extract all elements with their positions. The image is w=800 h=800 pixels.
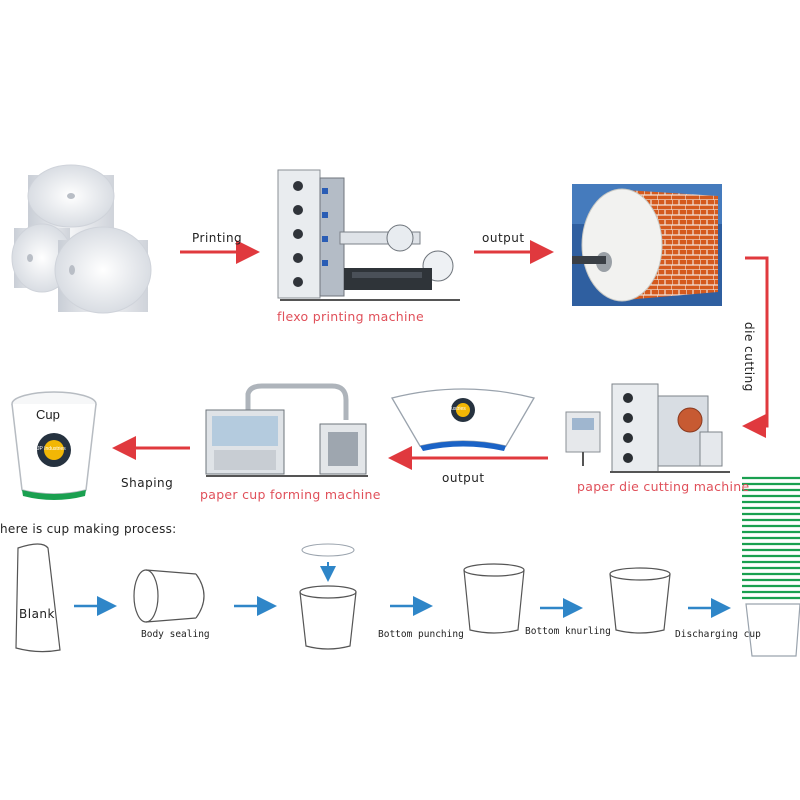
label-printing: Printing: [192, 231, 243, 245]
bottom-knurling-shape: [463, 563, 525, 634]
body-sealing-shape: [133, 569, 205, 623]
cup-forming-machine-image: [205, 383, 368, 477]
label-shaping: Shaping: [121, 476, 174, 490]
finished-cup-image: [11, 391, 97, 500]
blank-brand: JP Industries: [437, 406, 466, 412]
stacked-cups-image: [742, 476, 800, 657]
label-die-cutting-machine: paper die cutting machine: [577, 479, 750, 494]
label-output-top: output: [482, 231, 525, 245]
step-body-sealing: Body sealing: [141, 629, 210, 640]
cup-brand: JP Industries: [37, 446, 66, 452]
label-flexo-machine: flexo printing machine: [277, 309, 424, 324]
step-blank: Blank: [19, 607, 55, 621]
die-cutting-machine-image: [565, 383, 730, 473]
bottom-punching-shape: [299, 543, 357, 650]
step-discharging-cup: Discharging cup: [675, 629, 761, 640]
paper-rolls-image: [11, 164, 152, 314]
blank-shape: [15, 543, 61, 653]
process-heading: here is cup making process:: [0, 522, 177, 536]
label-output-mid: output: [442, 471, 485, 485]
label-cup-forming-machine: paper cup forming machine: [200, 487, 381, 502]
cup-blank-image: [391, 388, 535, 451]
printed-roll-image: [572, 184, 722, 306]
cup-text: Cup: [36, 407, 60, 422]
flexo-printing-machine-image: [277, 169, 460, 301]
arrow-die-cutting: [742, 256, 769, 438]
label-die-cutting: die cutting: [742, 322, 756, 392]
discharging-cup-shape: [609, 567, 671, 634]
step-bottom-knurling: Bottom knurling: [525, 626, 611, 637]
step-bottom-punching: Bottom punching: [378, 629, 464, 640]
